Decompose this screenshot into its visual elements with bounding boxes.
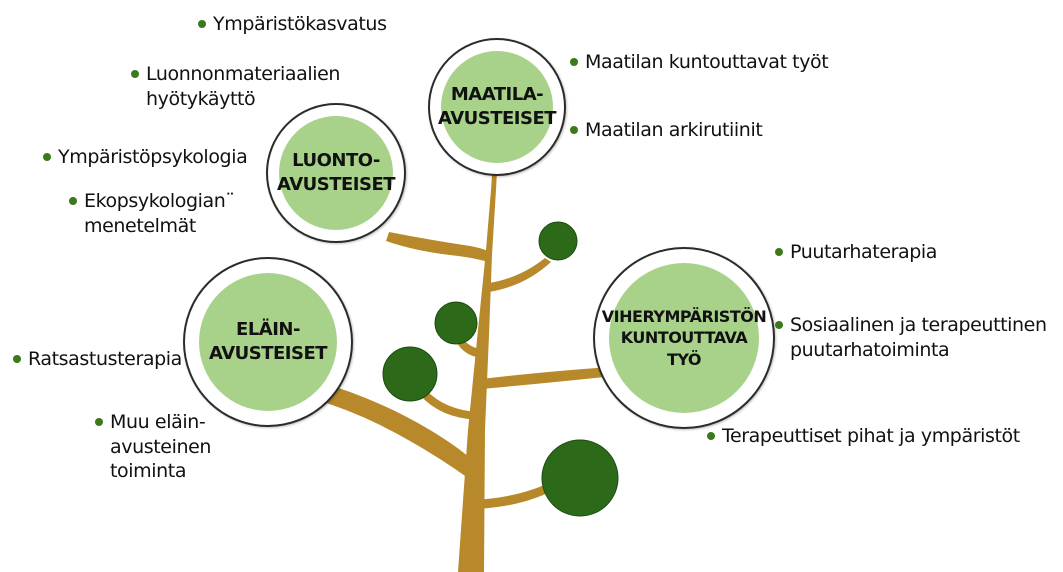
twig-leaf-1 (489, 258, 551, 292)
list-item: Sosiaalinen ja terapeuttinen puutarhatoi… (775, 313, 1047, 362)
bullet-icon (43, 153, 51, 161)
branch-luonto (386, 232, 490, 262)
category-elain: ELÄIN- AVUSTEISET (183, 257, 353, 427)
list-item: Ympäristöpsykologia (43, 145, 248, 170)
category-viher: VIHERYMPÄRISTÖN KUNTOUTTAVA TYÖ (593, 247, 775, 429)
leaf (541, 439, 619, 517)
list-item: Maatilan kuntouttavat työt (570, 50, 829, 75)
bullet-icon (95, 418, 103, 426)
category-label: MAATILA- AVUSTEISET (437, 83, 557, 129)
list-item: Ekopsykologian¨ menetelmät (69, 189, 235, 238)
bullet-icon (775, 248, 783, 256)
list-item: Maatilan arkirutiinit (570, 118, 763, 143)
category-label: LUONTO- AVUSTEISET (276, 149, 396, 195)
bullet-icon (775, 321, 783, 329)
list-item: Muu eläin- avusteinen toiminta (95, 410, 211, 484)
list-item: Ratsastusterapia (13, 347, 182, 372)
bullet-icon (570, 126, 578, 134)
leaf (538, 221, 578, 261)
leaf (382, 346, 438, 402)
list-item: Puutarhaterapia (775, 240, 937, 265)
twig-leaf-4 (471, 480, 560, 509)
category-maatila: MAATILA- AVUSTEISET (428, 38, 566, 176)
list-item: Terapeuttiset pihat ja ympäristöt (707, 424, 1020, 449)
branch-elain (310, 382, 470, 478)
list-item: Luonnonmateriaalien hyötykäyttö (131, 62, 340, 111)
branch-viher (481, 367, 614, 389)
bullet-icon (13, 355, 21, 363)
bullet-icon (131, 70, 139, 78)
leaf (434, 301, 478, 345)
category-label: ELÄIN- AVUSTEISET (208, 318, 328, 364)
twig-leaf-3 (420, 390, 478, 420)
bullet-icon (198, 20, 206, 28)
category-luonto: LUONTO- AVUSTEISET (266, 103, 406, 243)
bullet-icon (69, 197, 77, 205)
list-item: Ympäristökasvatus (198, 12, 387, 37)
category-label: VIHERYMPÄRISTÖN KUNTOUTTAVA TYÖ (601, 306, 767, 369)
bullet-icon (570, 58, 578, 66)
bullet-icon (707, 432, 715, 440)
